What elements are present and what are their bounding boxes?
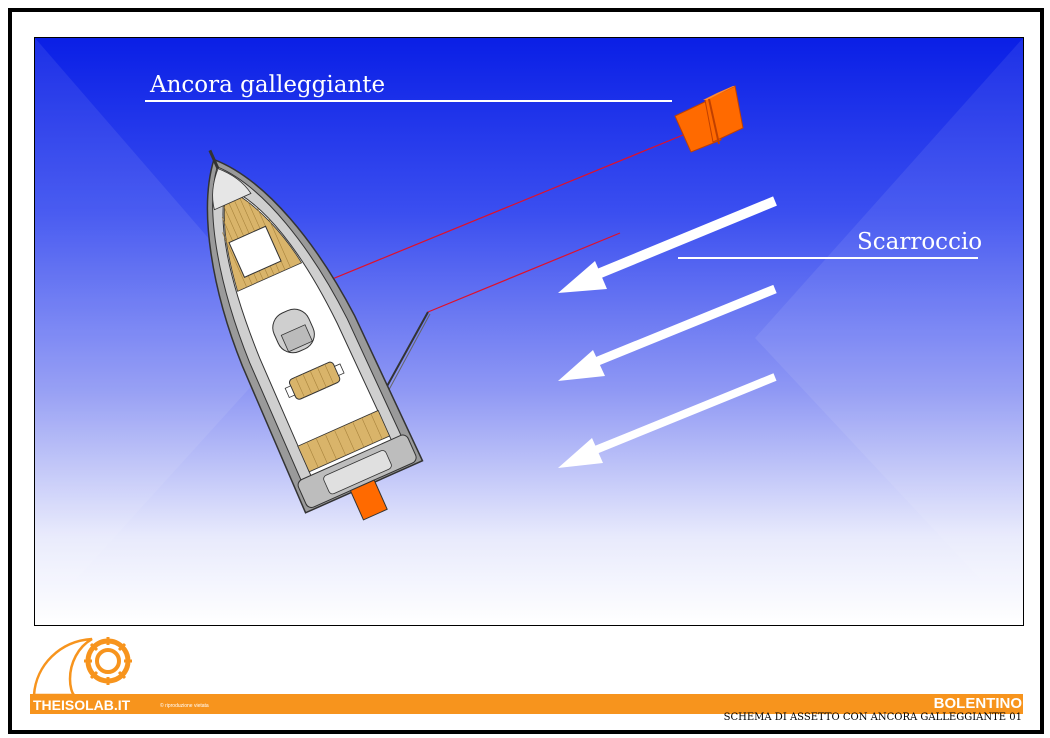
sea-anchor-label: Ancora galleggiante xyxy=(150,72,386,98)
sea-anchor-underline xyxy=(145,100,672,102)
sea-anchor-icon xyxy=(674,85,744,153)
fishing-line xyxy=(427,232,621,313)
footer-bar xyxy=(30,694,1023,714)
light-rays xyxy=(35,38,1023,625)
anchor-line xyxy=(302,134,684,292)
drift-arrow-3 xyxy=(558,373,777,468)
brand-name: THEISOLAB.IT xyxy=(33,697,131,713)
section-title: BOLENTINO xyxy=(933,695,1022,712)
drift-label: Scarroccio xyxy=(857,229,983,255)
diagram-caption: SCHEMA DI ASSETTO CON ANCORA GALLEGGIANT… xyxy=(723,712,1022,723)
drift-arrow-1 xyxy=(558,196,777,293)
drift-underline xyxy=(678,257,978,259)
boat-icon xyxy=(206,149,424,521)
drift-arrow-2 xyxy=(558,284,777,381)
diagram-svg xyxy=(35,38,1023,625)
diagram-canvas: Ancora galleggiante Scarroccio xyxy=(34,37,1024,626)
theisolab-wheel-icon xyxy=(32,637,132,697)
copyright-note: © riproduzione vietata xyxy=(160,703,209,709)
